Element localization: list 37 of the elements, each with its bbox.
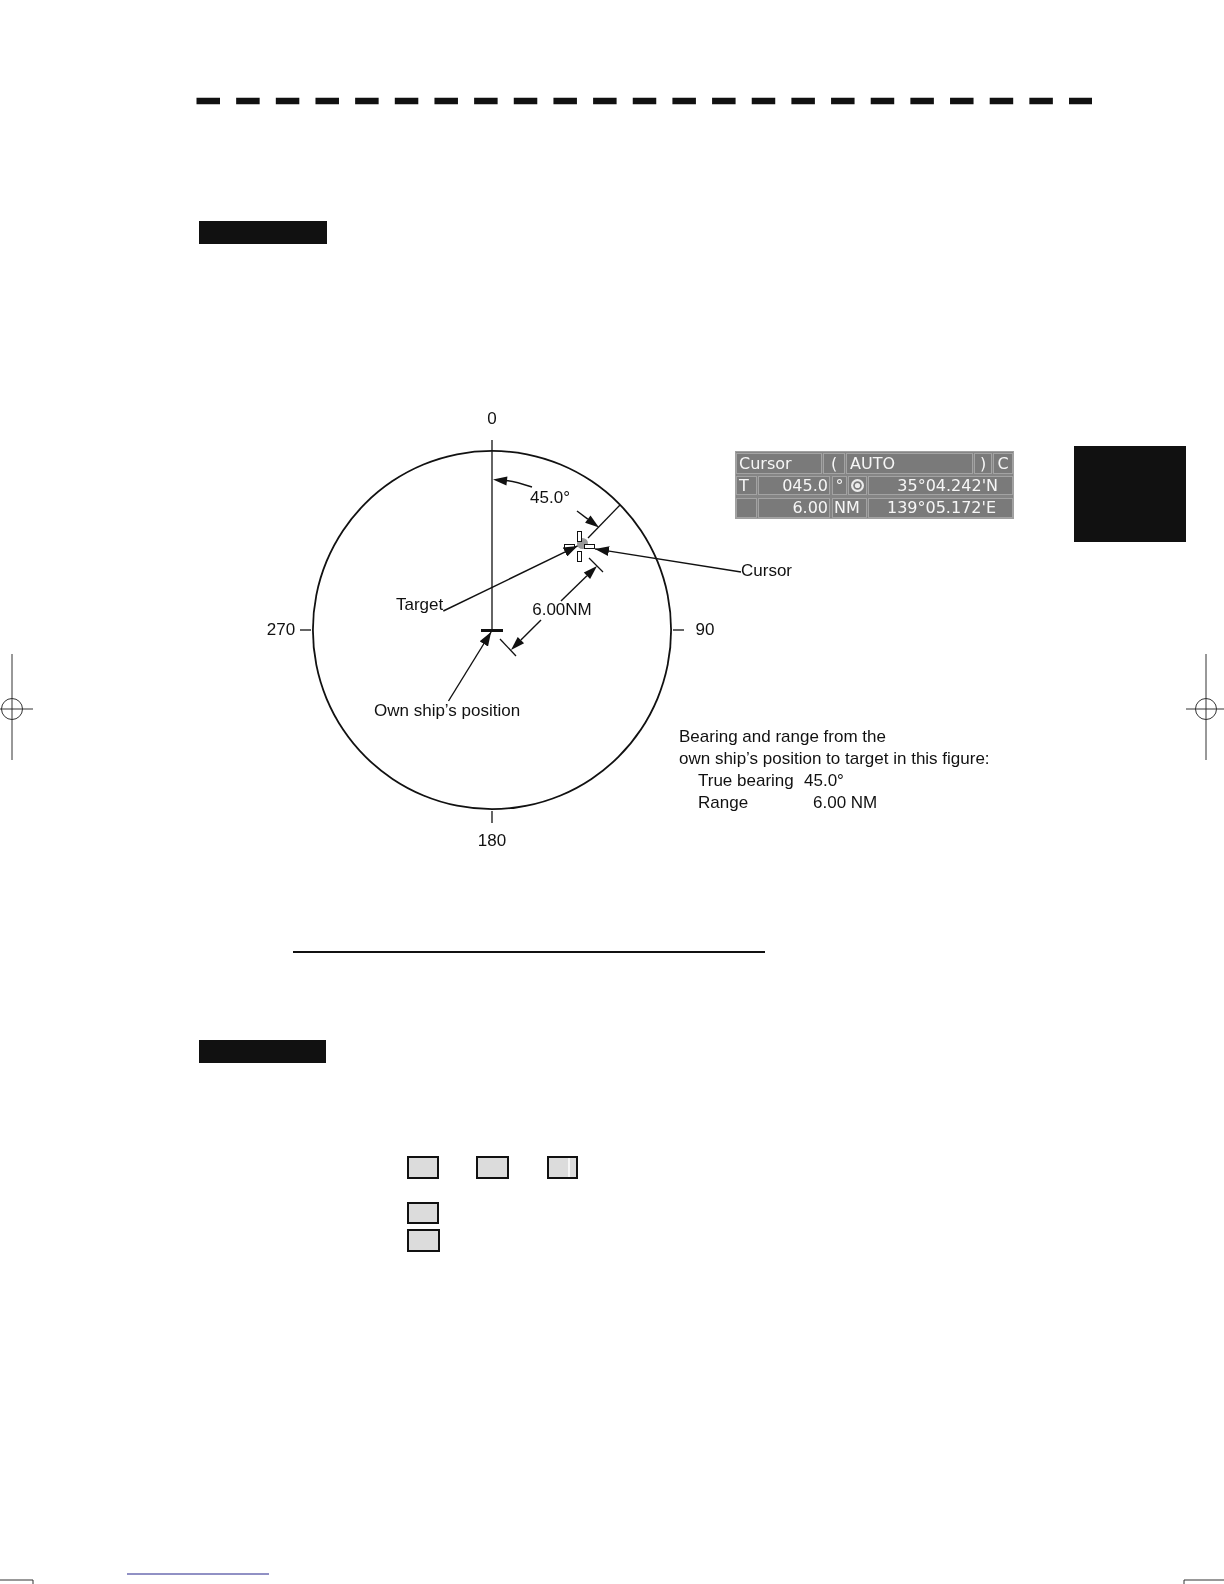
scale-label: 270 (266, 620, 296, 640)
scale-label: 90 (695, 620, 715, 640)
display-field: NM (832, 498, 867, 518)
field-label: Range (698, 793, 749, 813)
display-field: 139°05.172'E (868, 498, 1013, 518)
own-ship-marker (481, 629, 503, 632)
section-tab (199, 221, 327, 244)
section-tab (199, 1040, 326, 1063)
callout-label: Own ship’s position (374, 701, 521, 721)
target-echo (577, 538, 588, 549)
field-value: 6.00 NM (813, 793, 878, 813)
field-label: True bearing (698, 771, 794, 791)
scale-label: 0 (487, 409, 497, 429)
leader-arrow (442, 545, 579, 612)
display-field: ) (974, 453, 992, 474)
leader-arrow (594, 546, 742, 573)
display-field: T (736, 476, 757, 495)
scale-label: 180 (477, 831, 507, 851)
display-field: ° (832, 476, 847, 495)
cursor-crosshair (564, 531, 595, 562)
dimension-label: 6.00NM (532, 600, 592, 620)
display-field: ( (823, 453, 845, 474)
callout-label: Target (396, 595, 444, 615)
dimension-label: 45.0° (530, 488, 570, 508)
callout-label: Cursor (741, 561, 792, 581)
display-field: Cursor (736, 453, 822, 474)
note-text: Bearing and range from the own ship’s position to target in this figure: (679, 726, 991, 770)
display-field: AUTO (846, 453, 973, 474)
readout-panel (735, 451, 1014, 519)
display-field: 045.0 (758, 476, 830, 495)
display-field: C (993, 453, 1013, 474)
field-value: 45.0° (804, 771, 844, 791)
radar-scope (312, 450, 672, 810)
leader-arrow (447, 631, 492, 702)
display-field: 35°04.242'N (868, 476, 1013, 495)
chapter-tab (1074, 446, 1186, 542)
display-field: 6.00 (758, 498, 830, 518)
